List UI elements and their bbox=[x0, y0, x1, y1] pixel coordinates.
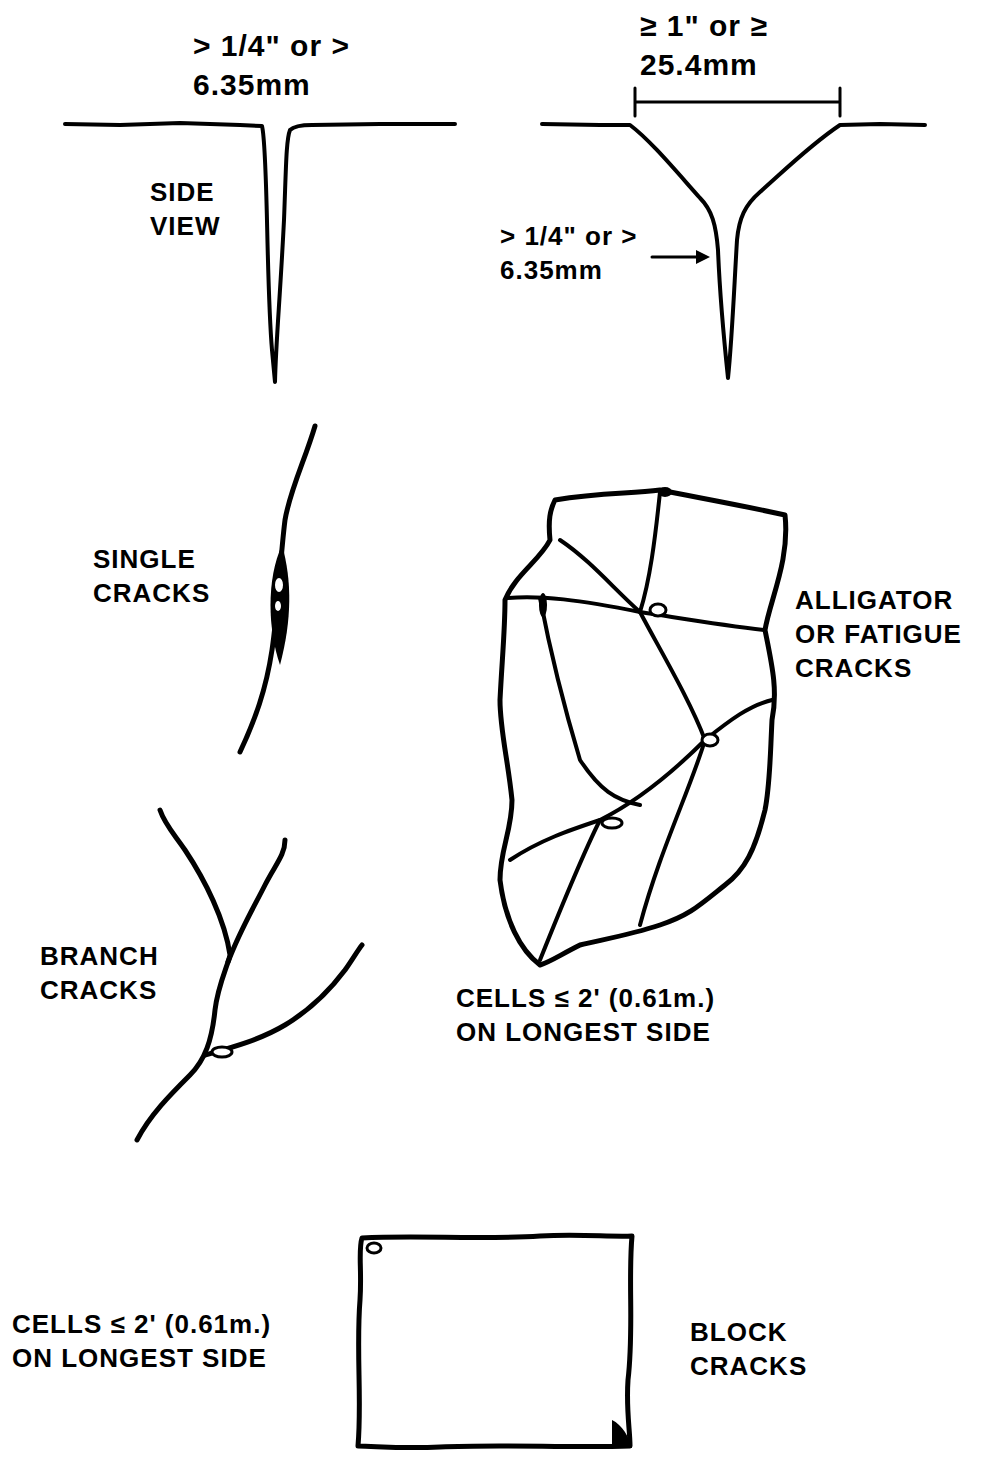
label-slot: > 1/4" or > 6.35mm bbox=[193, 26, 393, 104]
crack-widening bbox=[271, 545, 290, 665]
crack-spall bbox=[539, 593, 547, 617]
crack-spall bbox=[702, 734, 718, 746]
crack-label: BRANCH CRACKS bbox=[40, 940, 170, 1008]
crack-spall bbox=[367, 1243, 381, 1253]
alligator-crack bbox=[540, 820, 600, 960]
alligator-crack bbox=[540, 598, 640, 805]
crack-label: > 1/4" or > 6.35mm bbox=[500, 220, 645, 288]
label-slot: SINGLE CRACKS bbox=[93, 543, 223, 611]
arrow-head bbox=[696, 250, 710, 264]
dimension-bracket bbox=[635, 88, 840, 116]
crack-label: > 1/4" or > 6.35mm bbox=[193, 26, 393, 104]
label-slot: SIDE VIEW bbox=[150, 176, 250, 244]
label-slot: BRANCH CRACKS bbox=[40, 940, 170, 1008]
alligator-crack bbox=[510, 740, 705, 860]
crack-profile bbox=[65, 123, 455, 382]
crack-label: ALLIGATOR OR FATIGUE CRACKS bbox=[795, 584, 985, 685]
crack-label: CELLS ≤ 2' (0.61m.) ON LONGEST SIDE bbox=[12, 1308, 302, 1376]
crack-spall bbox=[602, 818, 622, 828]
label-slot: CELLS ≤ 2' (0.61m.) ON LONGEST SIDE bbox=[12, 1308, 302, 1376]
crack-label: SINGLE CRACKS bbox=[93, 543, 223, 611]
crack-label: ≥ 1" or ≥ 25.4mm bbox=[640, 6, 840, 84]
branch-crack bbox=[205, 945, 362, 1055]
crack-spall bbox=[275, 601, 281, 611]
single-crack bbox=[240, 426, 315, 752]
alligator-crack bbox=[560, 492, 660, 612]
alligator-outline bbox=[500, 490, 786, 965]
branch-crack bbox=[228, 840, 285, 962]
leader-arrow bbox=[652, 256, 700, 259]
block-crack bbox=[358, 1235, 632, 1447]
crack-label: CELLS ≤ 2' (0.61m.) ON LONGEST SIDE bbox=[456, 982, 746, 1050]
crack-spall bbox=[612, 1420, 632, 1448]
label-slot: > 1/4" or > 6.35mm bbox=[500, 220, 645, 288]
crack-spall bbox=[275, 578, 283, 592]
label-slot: ≥ 1" or ≥ 25.4mm bbox=[640, 6, 840, 84]
label-slot: ALLIGATOR OR FATIGUE CRACKS bbox=[795, 584, 985, 685]
crack-spall bbox=[212, 1047, 232, 1057]
label-slot: CELLS ≤ 2' (0.61m.) ON LONGEST SIDE bbox=[456, 982, 746, 1050]
crack-label: SIDE VIEW bbox=[150, 176, 250, 244]
label-slot: BLOCK CRACKS bbox=[690, 1316, 830, 1384]
crack-label: BLOCK CRACKS bbox=[690, 1316, 830, 1384]
crack-spall bbox=[658, 487, 672, 497]
crack-spall bbox=[650, 604, 666, 616]
